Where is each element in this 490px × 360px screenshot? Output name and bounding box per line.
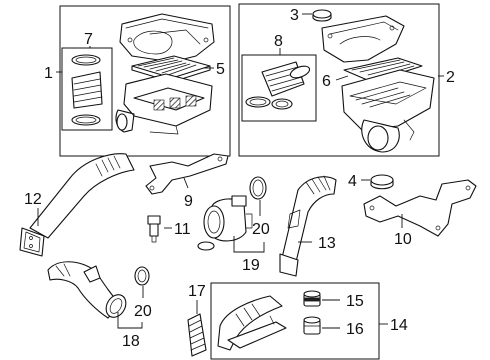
callout-11: 11 <box>174 221 191 238</box>
group-box-air-cleaner-right <box>238 3 440 157</box>
duct-14 <box>217 295 287 351</box>
callout-20-lower: 20 <box>134 303 152 320</box>
callout-5: 5 <box>216 61 225 78</box>
callout-13: 13 <box>318 235 336 252</box>
element-17 <box>187 313 207 357</box>
callout-18: 18 <box>122 333 140 350</box>
intake-duct-13 <box>279 175 337 277</box>
callout-16: 16 <box>346 321 364 338</box>
leader-6 <box>335 75 349 81</box>
intake-pipe-18 <box>47 261 127 319</box>
gasket-20-lower <box>134 266 150 286</box>
leader-18 <box>117 312 143 329</box>
sleeve-15 <box>303 290 321 307</box>
group-box-duct-14 <box>210 282 380 360</box>
air-cleaner-housing-upper <box>119 13 215 63</box>
group-box-air-cleaner-left <box>59 5 231 157</box>
intake-boot-7 <box>71 54 103 126</box>
callout-14: 14 <box>390 317 408 334</box>
air-mass-sensor-housing <box>197 195 253 251</box>
sensor-11 <box>147 215 161 243</box>
callout-10: 10 <box>394 231 412 248</box>
air-cleaner-housing-lower <box>115 73 213 135</box>
leader-19 <box>233 236 265 253</box>
callout-19: 19 <box>242 257 260 274</box>
leader-9 <box>183 177 189 189</box>
gasket-20-upper <box>249 176 267 200</box>
intake-boot-8 <box>245 61 311 110</box>
intake-duct-12 <box>19 153 135 257</box>
callout-20-upper: 20 <box>252 221 270 238</box>
callout-4: 4 <box>348 173 357 190</box>
callout-1: 1 <box>44 65 53 82</box>
bracket-10 <box>363 179 477 237</box>
callout-17: 17 <box>188 283 206 300</box>
cap-4 <box>370 174 394 190</box>
callout-8: 8 <box>274 33 283 50</box>
callout-3: 3 <box>290 7 299 24</box>
callout-15: 15 <box>346 293 364 310</box>
bracket-9 <box>145 153 229 195</box>
cap-3 <box>312 9 332 22</box>
group-box-sub-8 <box>241 54 317 122</box>
air-cleaner-housing-right <box>321 15 435 153</box>
callout-6: 6 <box>322 73 331 90</box>
clamp-16 <box>303 316 321 335</box>
callout-12: 12 <box>24 191 42 208</box>
callout-7: 7 <box>84 31 93 48</box>
callout-9: 9 <box>184 193 193 210</box>
callout-2: 2 <box>446 69 455 86</box>
group-box-sub-7 <box>61 47 113 131</box>
